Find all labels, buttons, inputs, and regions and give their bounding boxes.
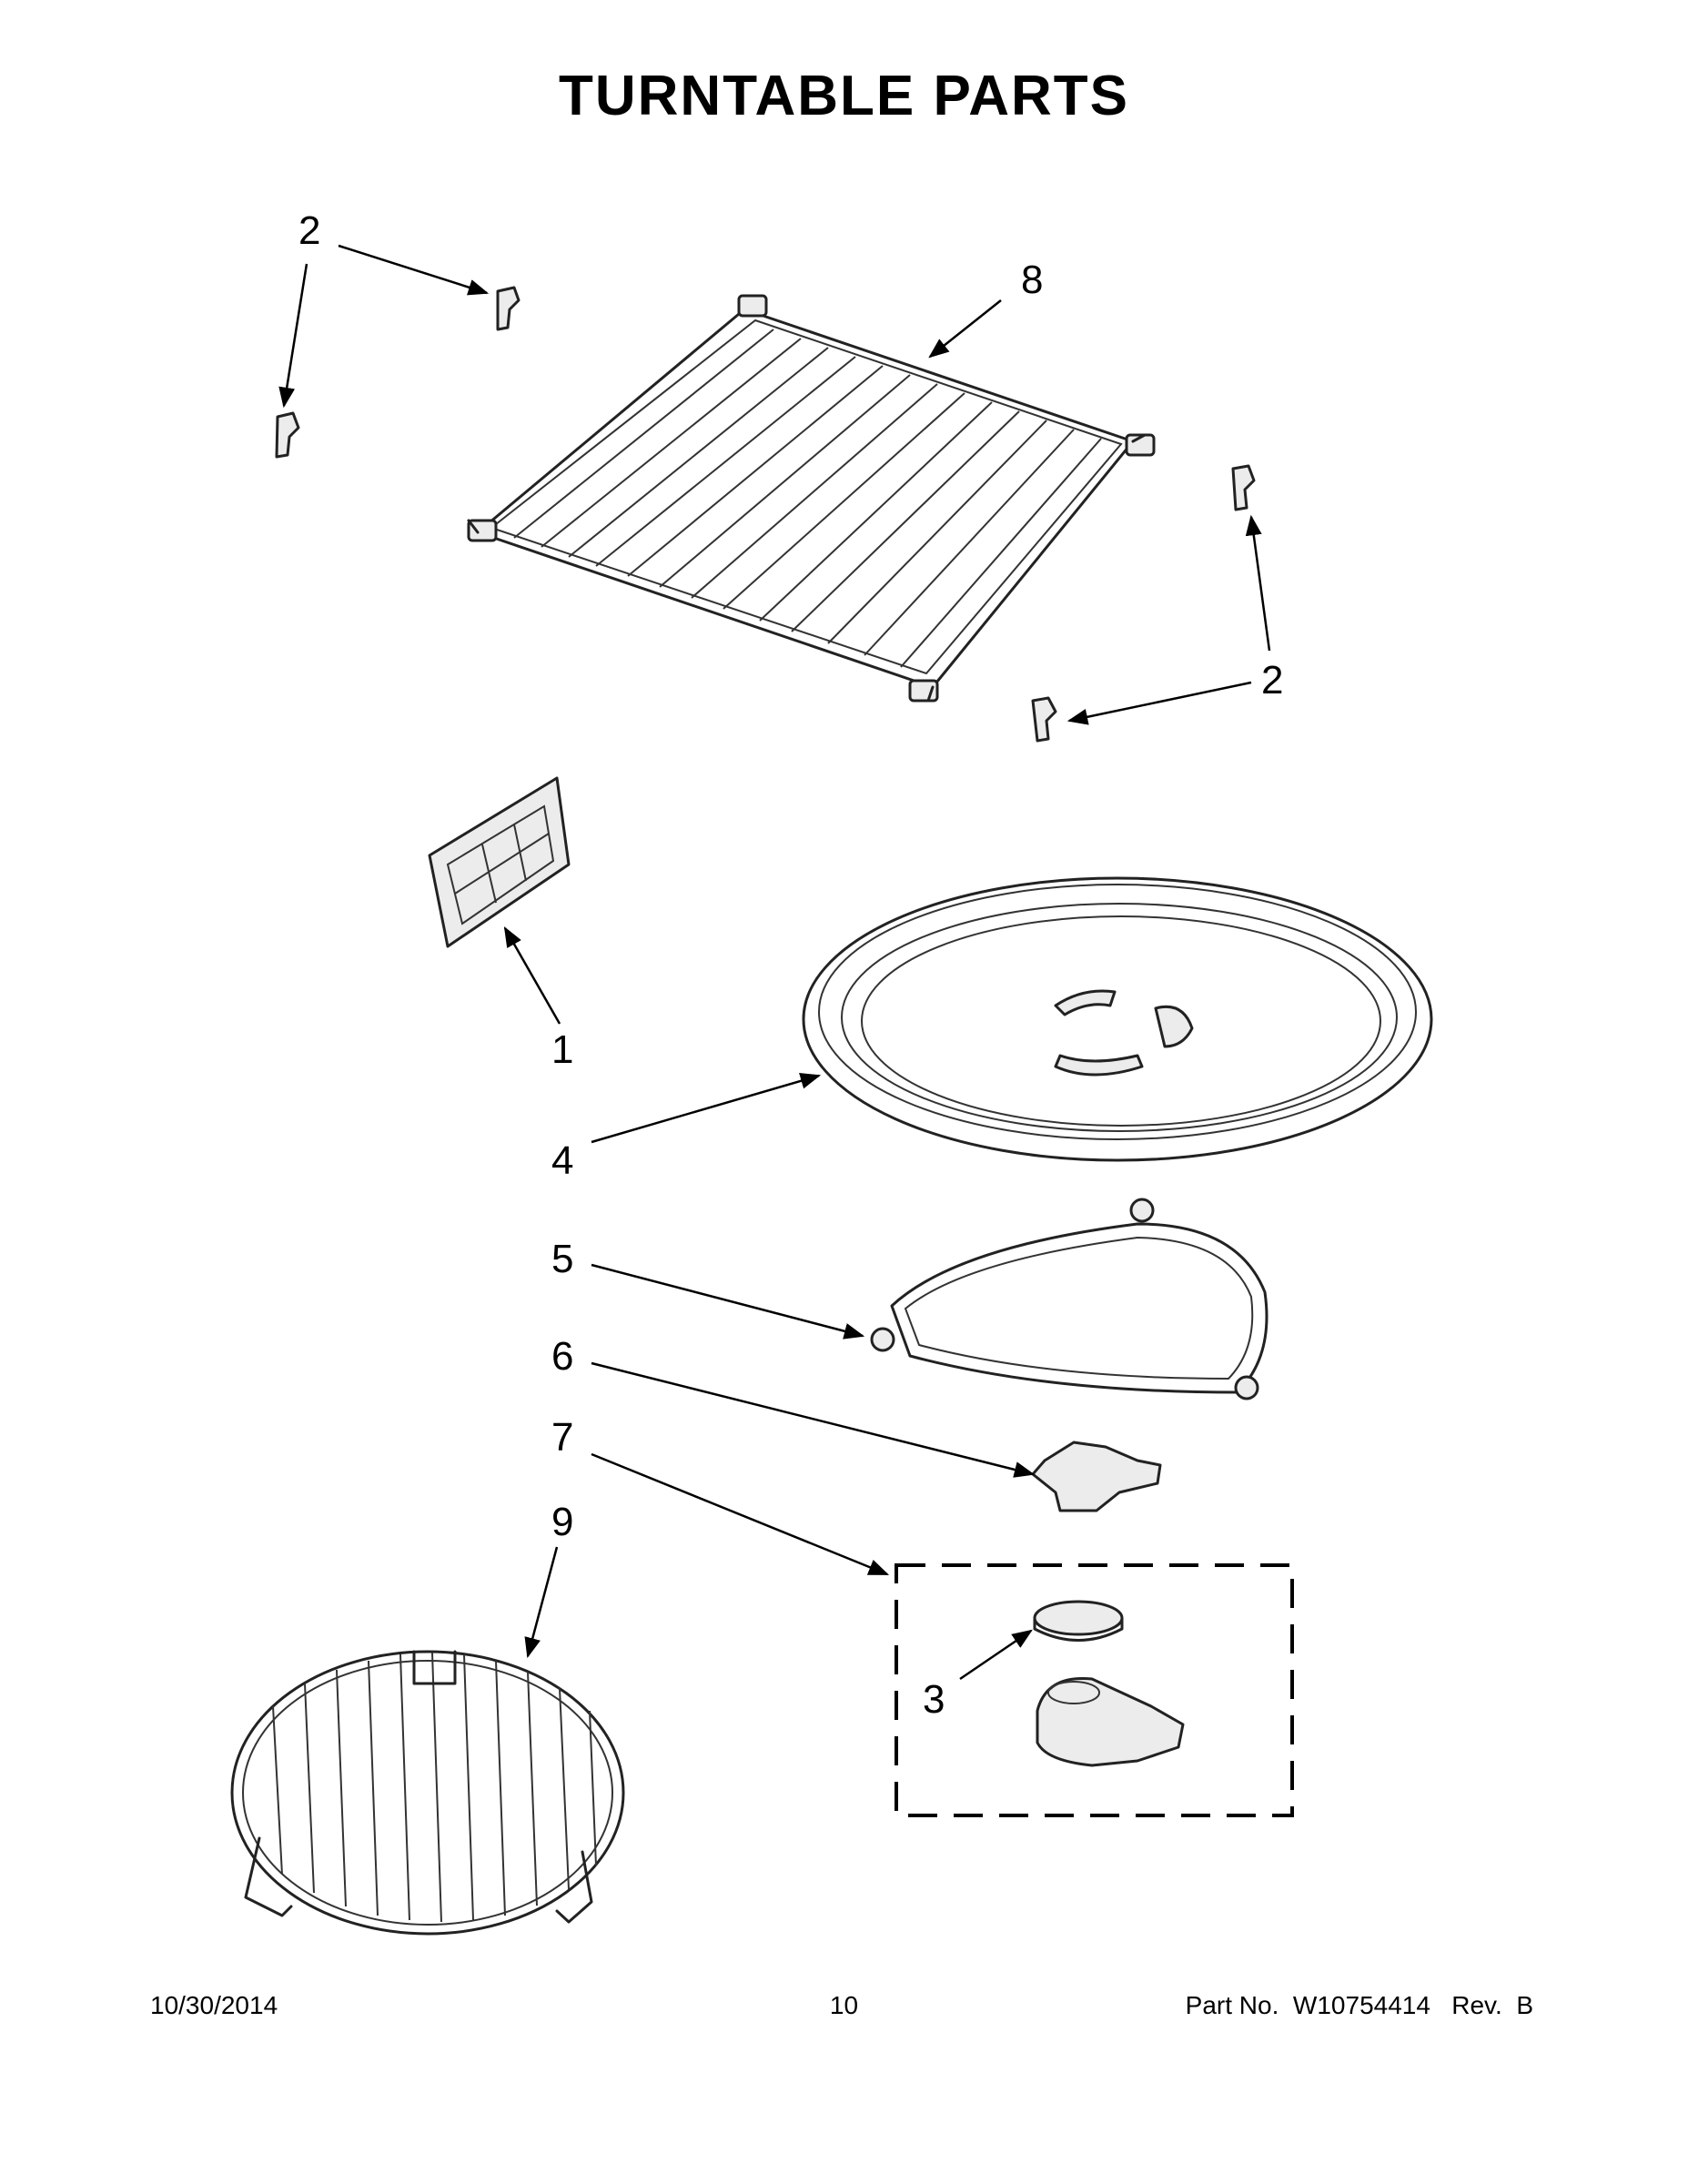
callout-label-6: 6 <box>551 1334 573 1379</box>
footer-date: 10/30/2014 <box>150 1991 278 2019</box>
turntable-tray-part-4 <box>802 876 1433 1162</box>
callout-label-7: 7 <box>551 1415 573 1460</box>
footer-part-number: Part No. W10754414 Rev. B <box>1185 1991 1533 2019</box>
callout-label-2-top: 2 <box>298 208 320 253</box>
callout-label-3: 3 <box>923 1677 945 1722</box>
wire-rack-part-8 <box>467 294 1156 703</box>
roller-ring-part-5 <box>870 1198 1269 1400</box>
callout-label-8: 8 <box>1021 258 1043 302</box>
callout-label-2-right: 2 <box>1261 658 1283 703</box>
motor-assembly-part-7 <box>895 1563 1294 1817</box>
rack-clip-part-2-top-left <box>496 286 521 331</box>
rack-clip-part-2-left <box>275 411 300 459</box>
filter-panel-part-1 <box>428 776 571 948</box>
callout-label-5: 5 <box>551 1237 573 1281</box>
round-rack-part-9 <box>230 1650 625 1936</box>
callout-label-4: 4 <box>551 1138 573 1183</box>
callout-label-1: 1 <box>551 1027 573 1072</box>
footer-page-number: 10 <box>829 1991 859 2019</box>
rack-clip-part-2-bottom-right <box>1031 696 1057 743</box>
turntable-motor-part-3 <box>1033 1600 1185 1767</box>
leader-lines <box>278 244 1271 1681</box>
callout-label-9: 9 <box>551 1500 573 1544</box>
drive-coupler-part-6 <box>1031 1441 1162 1512</box>
page-title: TURNTABLE PARTS <box>559 65 1129 127</box>
rack-clip-part-2-right <box>1231 464 1256 511</box>
